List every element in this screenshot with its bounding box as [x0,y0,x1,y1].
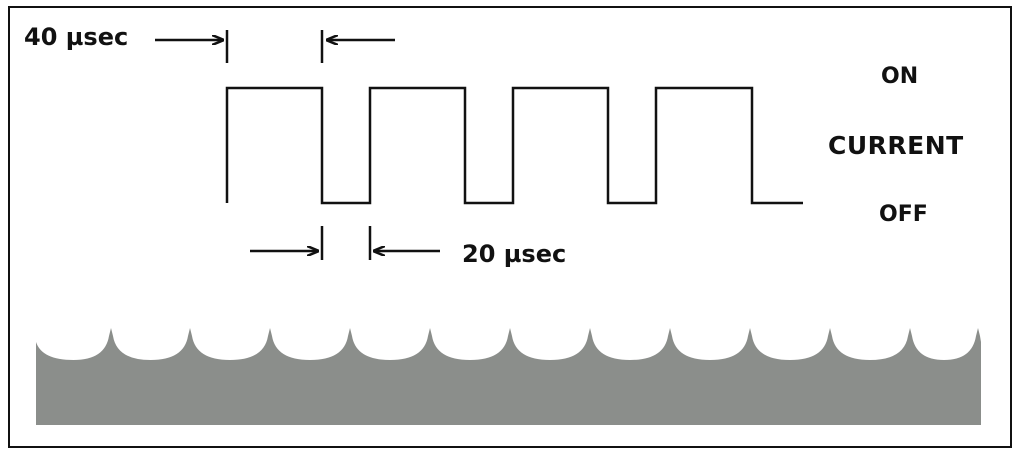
machined-surface-profile [36,328,981,425]
on-state-label: ON [881,64,919,89]
pulse-on-duration-label: 40 µsec [24,23,129,51]
off-state-label: OFF [879,202,928,227]
pulse-off-duration-label: 20 µsec [462,240,567,268]
current-square-wave [225,86,803,205]
current-axis-label: CURRENT [828,131,964,160]
